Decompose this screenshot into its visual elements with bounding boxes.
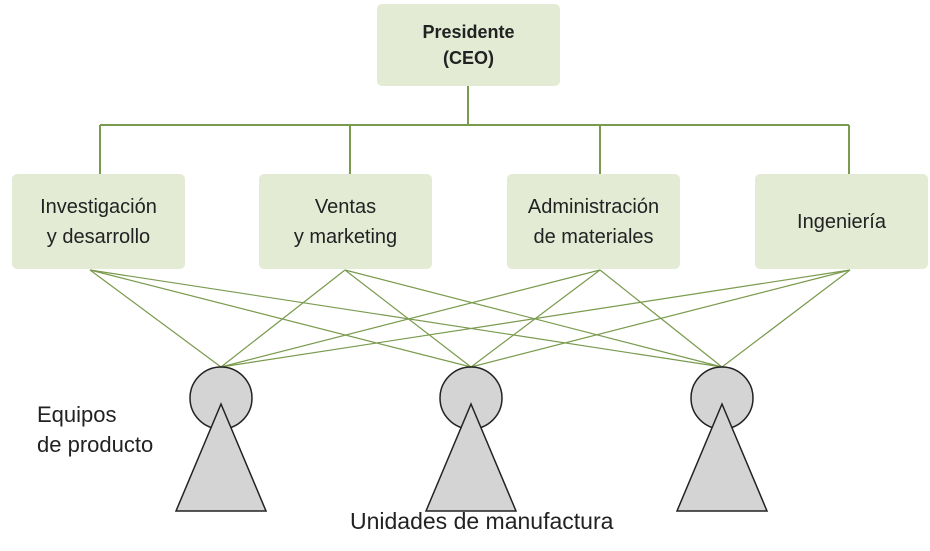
product-teams-label: Equipos de producto bbox=[37, 402, 154, 457]
dept-label-engineering: Ingeniería bbox=[797, 210, 886, 233]
product-teams bbox=[174, 366, 769, 512]
ceo-box: Presidente (CEO) bbox=[377, 4, 560, 86]
matrix-link-4-2 bbox=[470, 269, 851, 368]
dept-box-engineering: Ingeniería bbox=[755, 174, 928, 269]
matrix-links bbox=[89, 269, 851, 368]
manufacturing-unit-triangle-2 bbox=[424, 402, 518, 512]
dept-label-sales: Ventas y marketing bbox=[293, 195, 398, 248]
matrix-link-1-3 bbox=[89, 269, 723, 368]
dept-box-research: Investigación y desarrollo bbox=[12, 174, 185, 269]
manufacturing-units-label: Unidades de manufactura bbox=[350, 508, 614, 534]
product-team-3 bbox=[675, 366, 769, 512]
product-team-2 bbox=[424, 366, 518, 512]
dept-label-materials: Administración de materiales bbox=[527, 195, 660, 248]
dept-box-sales: Ventas y marketing bbox=[259, 174, 432, 269]
ceo-label: Presidente (CEO) bbox=[422, 22, 515, 68]
matrix-link-1-1 bbox=[89, 269, 222, 368]
matrix-link-1-2 bbox=[89, 269, 472, 368]
matrix-link-4-3 bbox=[721, 269, 851, 368]
product-team-1 bbox=[174, 366, 268, 512]
manufacturing-unit-triangle-1 bbox=[174, 402, 268, 512]
matrix-link-2-2 bbox=[344, 269, 472, 368]
dept-box-materials: Administración de materiales bbox=[507, 174, 680, 269]
matrix-link-2-1 bbox=[220, 269, 346, 368]
matrix-link-3-1 bbox=[220, 269, 601, 368]
matrix-link-4-1 bbox=[220, 269, 851, 368]
manufacturing-unit-triangle-3 bbox=[675, 402, 769, 512]
dept-label-research: Investigación y desarrollo bbox=[40, 195, 157, 248]
